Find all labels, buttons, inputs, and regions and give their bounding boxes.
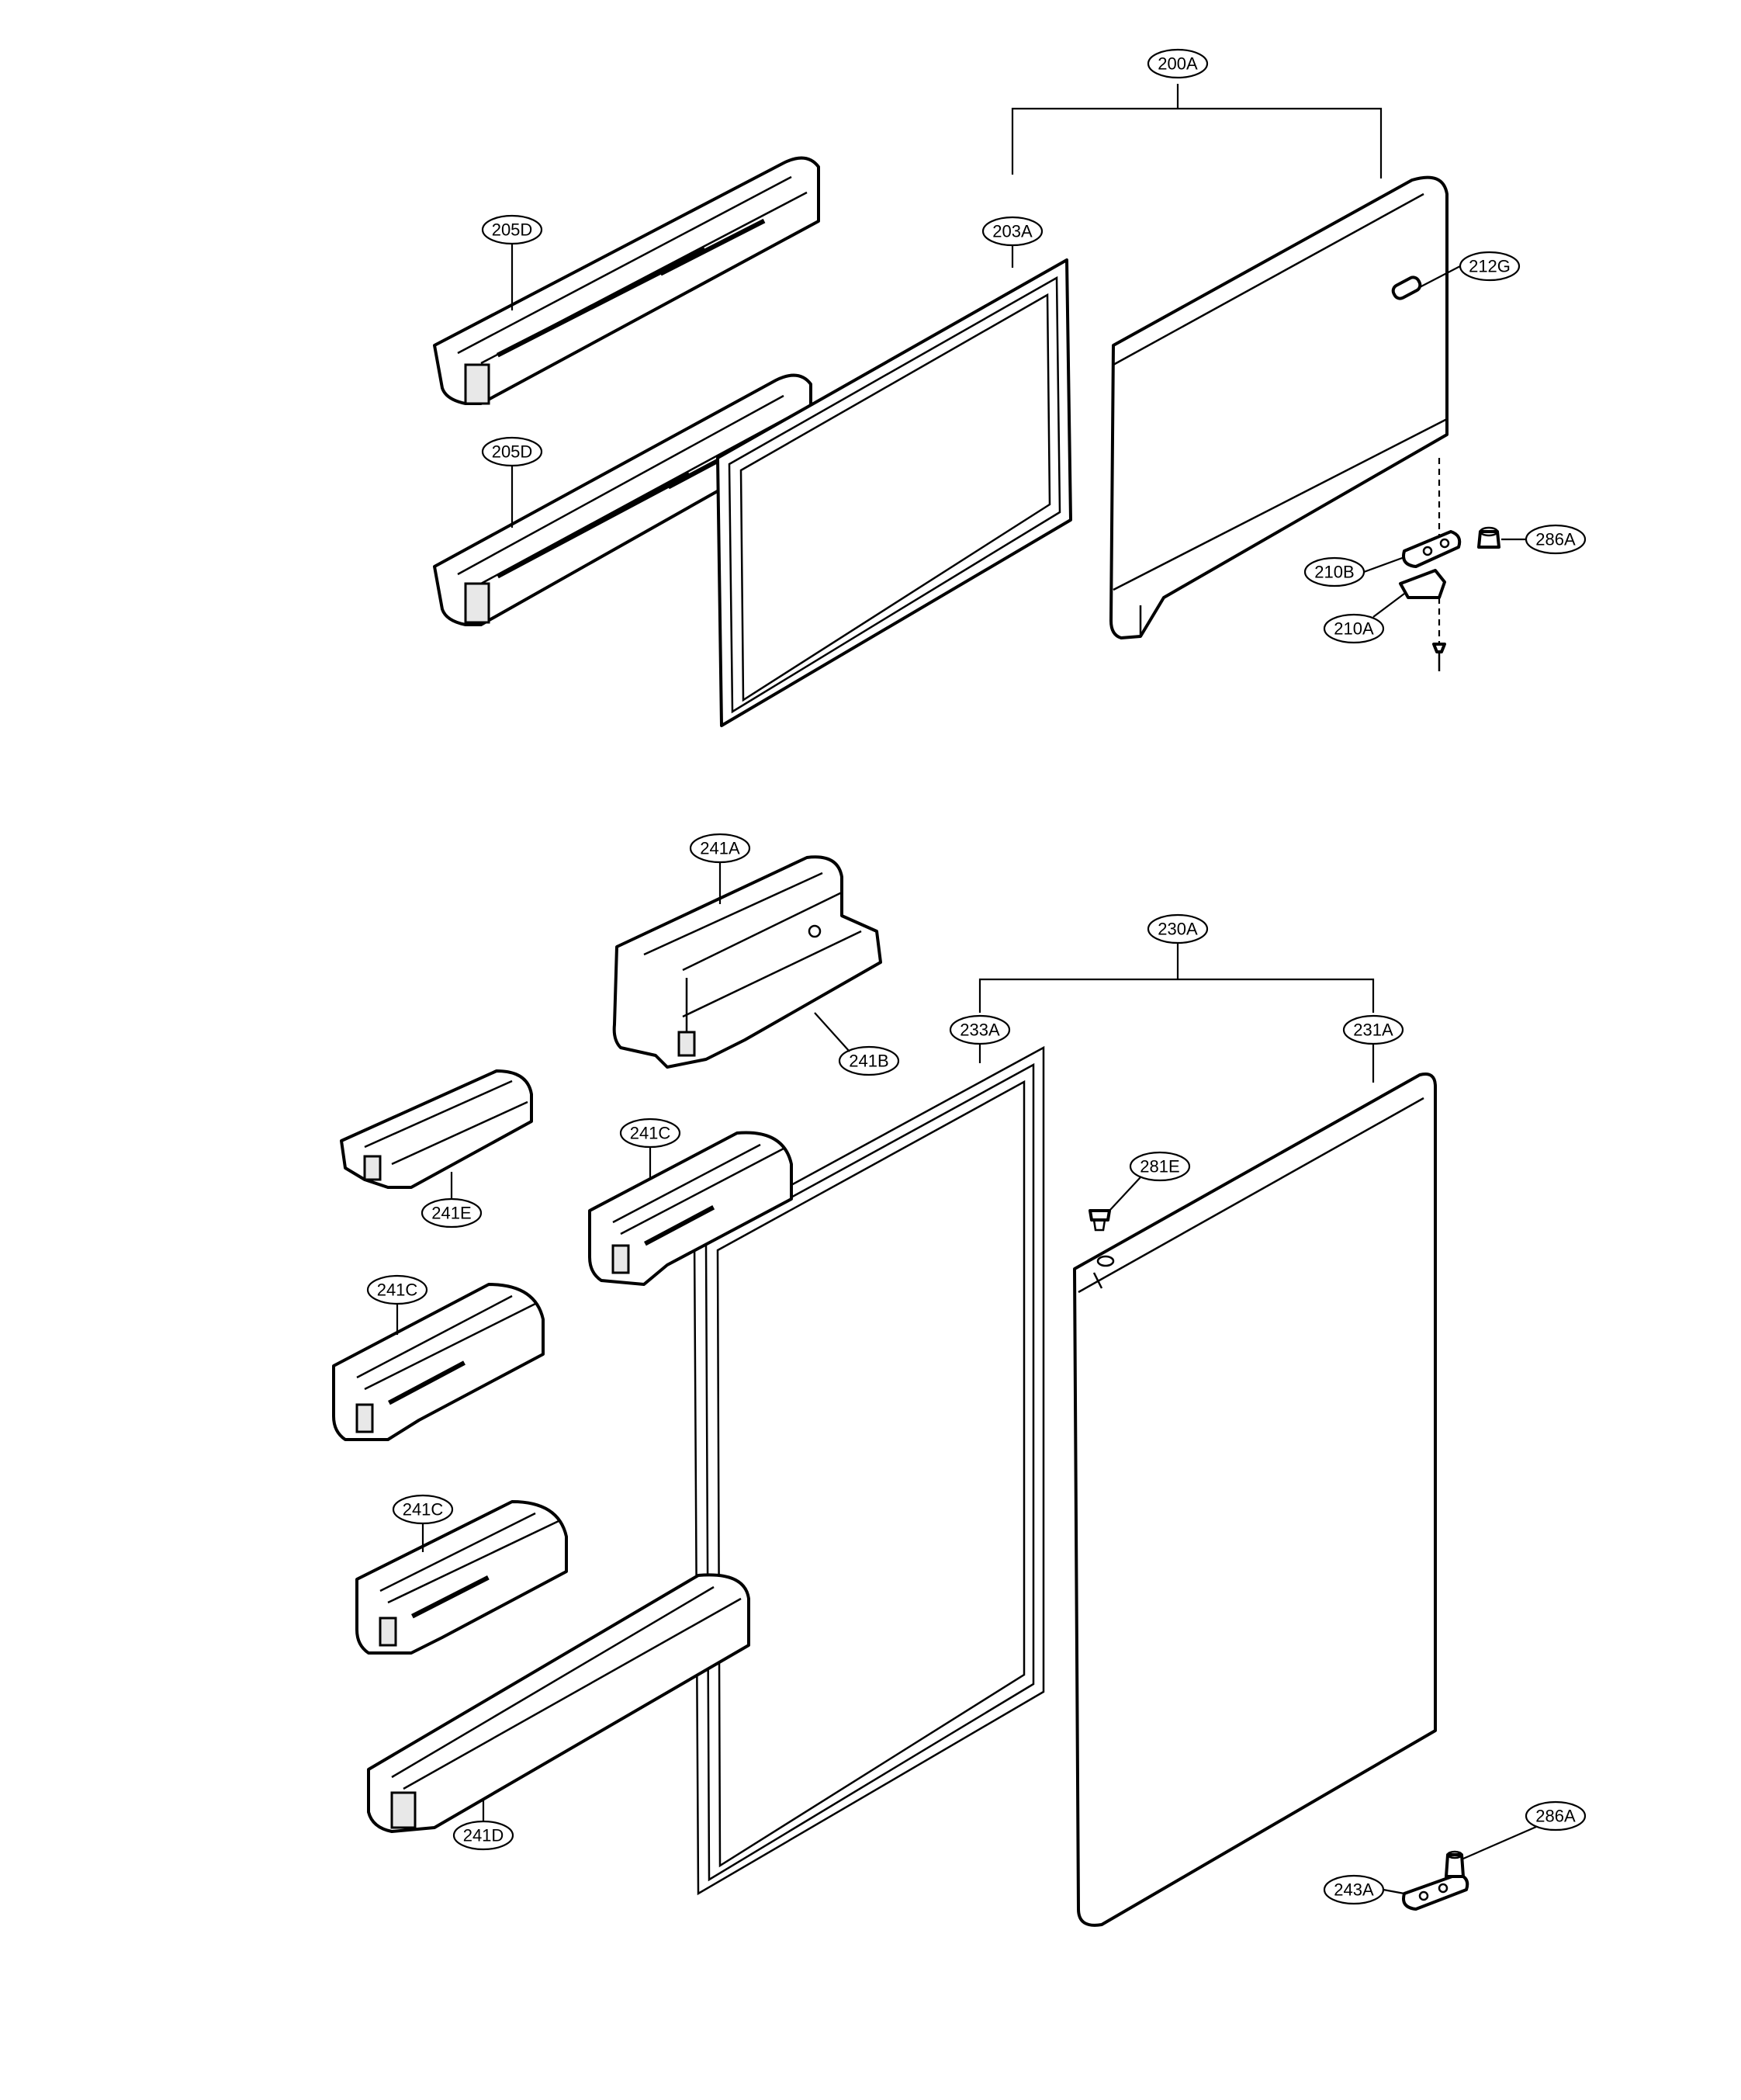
door-shelf-205D-bottom <box>433 373 812 626</box>
shelf-vent-slots <box>497 218 766 358</box>
svg-text:241A: 241A <box>700 839 740 858</box>
svg-text:281E: 281E <box>1140 1157 1179 1176</box>
door-shelf-205D-top <box>433 156 820 405</box>
svg-text:241C: 241C <box>377 1280 418 1300</box>
callout-203A: 203A <box>981 216 1044 268</box>
callout-205D-bottom: 205D <box>481 436 543 528</box>
callout-281E: 281E <box>1109 1151 1191 1211</box>
callout-205D-top: 205D <box>481 214 543 310</box>
door-bin-241C-lower <box>355 1500 568 1655</box>
svg-text:241D: 241D <box>463 1826 504 1845</box>
freezer-door-panel <box>1109 175 1449 639</box>
egg-tray-241E <box>340 1069 533 1189</box>
callout-241B: 241B <box>814 1012 900 1076</box>
assembly-bracket-230A <box>978 943 1375 1013</box>
fridge-door-panel-231A <box>1073 1073 1437 1927</box>
door-bin-241C-upper <box>588 1131 793 1286</box>
callout-200A: 200A <box>1147 48 1209 79</box>
svg-text:241C: 241C <box>403 1500 444 1520</box>
callout-286A-bottom: 286A <box>1462 1800 1587 1860</box>
svg-text:241C: 241C <box>630 1124 671 1143</box>
callout-230A: 230A <box>1147 913 1209 944</box>
svg-text:205D: 205D <box>492 442 533 462</box>
door-gasket-203A <box>716 258 1072 727</box>
callout-241A: 241A <box>689 833 751 904</box>
svg-text:241E: 241E <box>431 1204 471 1223</box>
door-shelf-241D <box>367 1573 750 1833</box>
svg-text:286A: 286A <box>1535 1807 1576 1826</box>
svg-text:200A: 200A <box>1158 54 1198 74</box>
callout-241C-lower: 241C <box>392 1494 454 1552</box>
dairy-bin-241A <box>612 855 882 1069</box>
callout-241C-upper: 241C <box>619 1118 681 1180</box>
assembly-bracket-200A <box>1011 84 1383 178</box>
callout-286A-top: 286A <box>1501 524 1587 555</box>
callout-233A: 233A <box>949 1014 1011 1063</box>
svg-text:205D: 205D <box>492 220 533 240</box>
svg-text:286A: 286A <box>1535 530 1576 549</box>
callout-241E: 241E <box>421 1172 483 1228</box>
svg-text:210A: 210A <box>1334 619 1374 639</box>
door-bin-241C-middle <box>332 1283 545 1441</box>
callout-212G: 212G <box>1419 251 1521 288</box>
svg-text:212G: 212G <box>1469 257 1511 276</box>
svg-text:243A: 243A <box>1334 1880 1374 1900</box>
callout-210A: 210A <box>1323 593 1405 644</box>
plug-281E <box>1089 1209 1111 1232</box>
svg-text:230A: 230A <box>1158 920 1198 939</box>
callout-243A: 243A <box>1323 1874 1405 1905</box>
svg-text:241B: 241B <box>849 1052 888 1071</box>
hinge-assembly-bottom <box>1402 1850 1469 1911</box>
svg-text:231A: 231A <box>1353 1021 1393 1040</box>
callout-241D: 241D <box>452 1800 514 1851</box>
callout-210B: 210B <box>1303 556 1405 587</box>
svg-text:210B: 210B <box>1314 563 1354 582</box>
svg-text:203A: 203A <box>992 222 1033 241</box>
svg-text:233A: 233A <box>960 1021 1000 1040</box>
callout-241C-middle: 241C <box>366 1274 428 1335</box>
hinge-assembly-top <box>1399 458 1500 671</box>
callout-231A: 231A <box>1342 1014 1404 1083</box>
